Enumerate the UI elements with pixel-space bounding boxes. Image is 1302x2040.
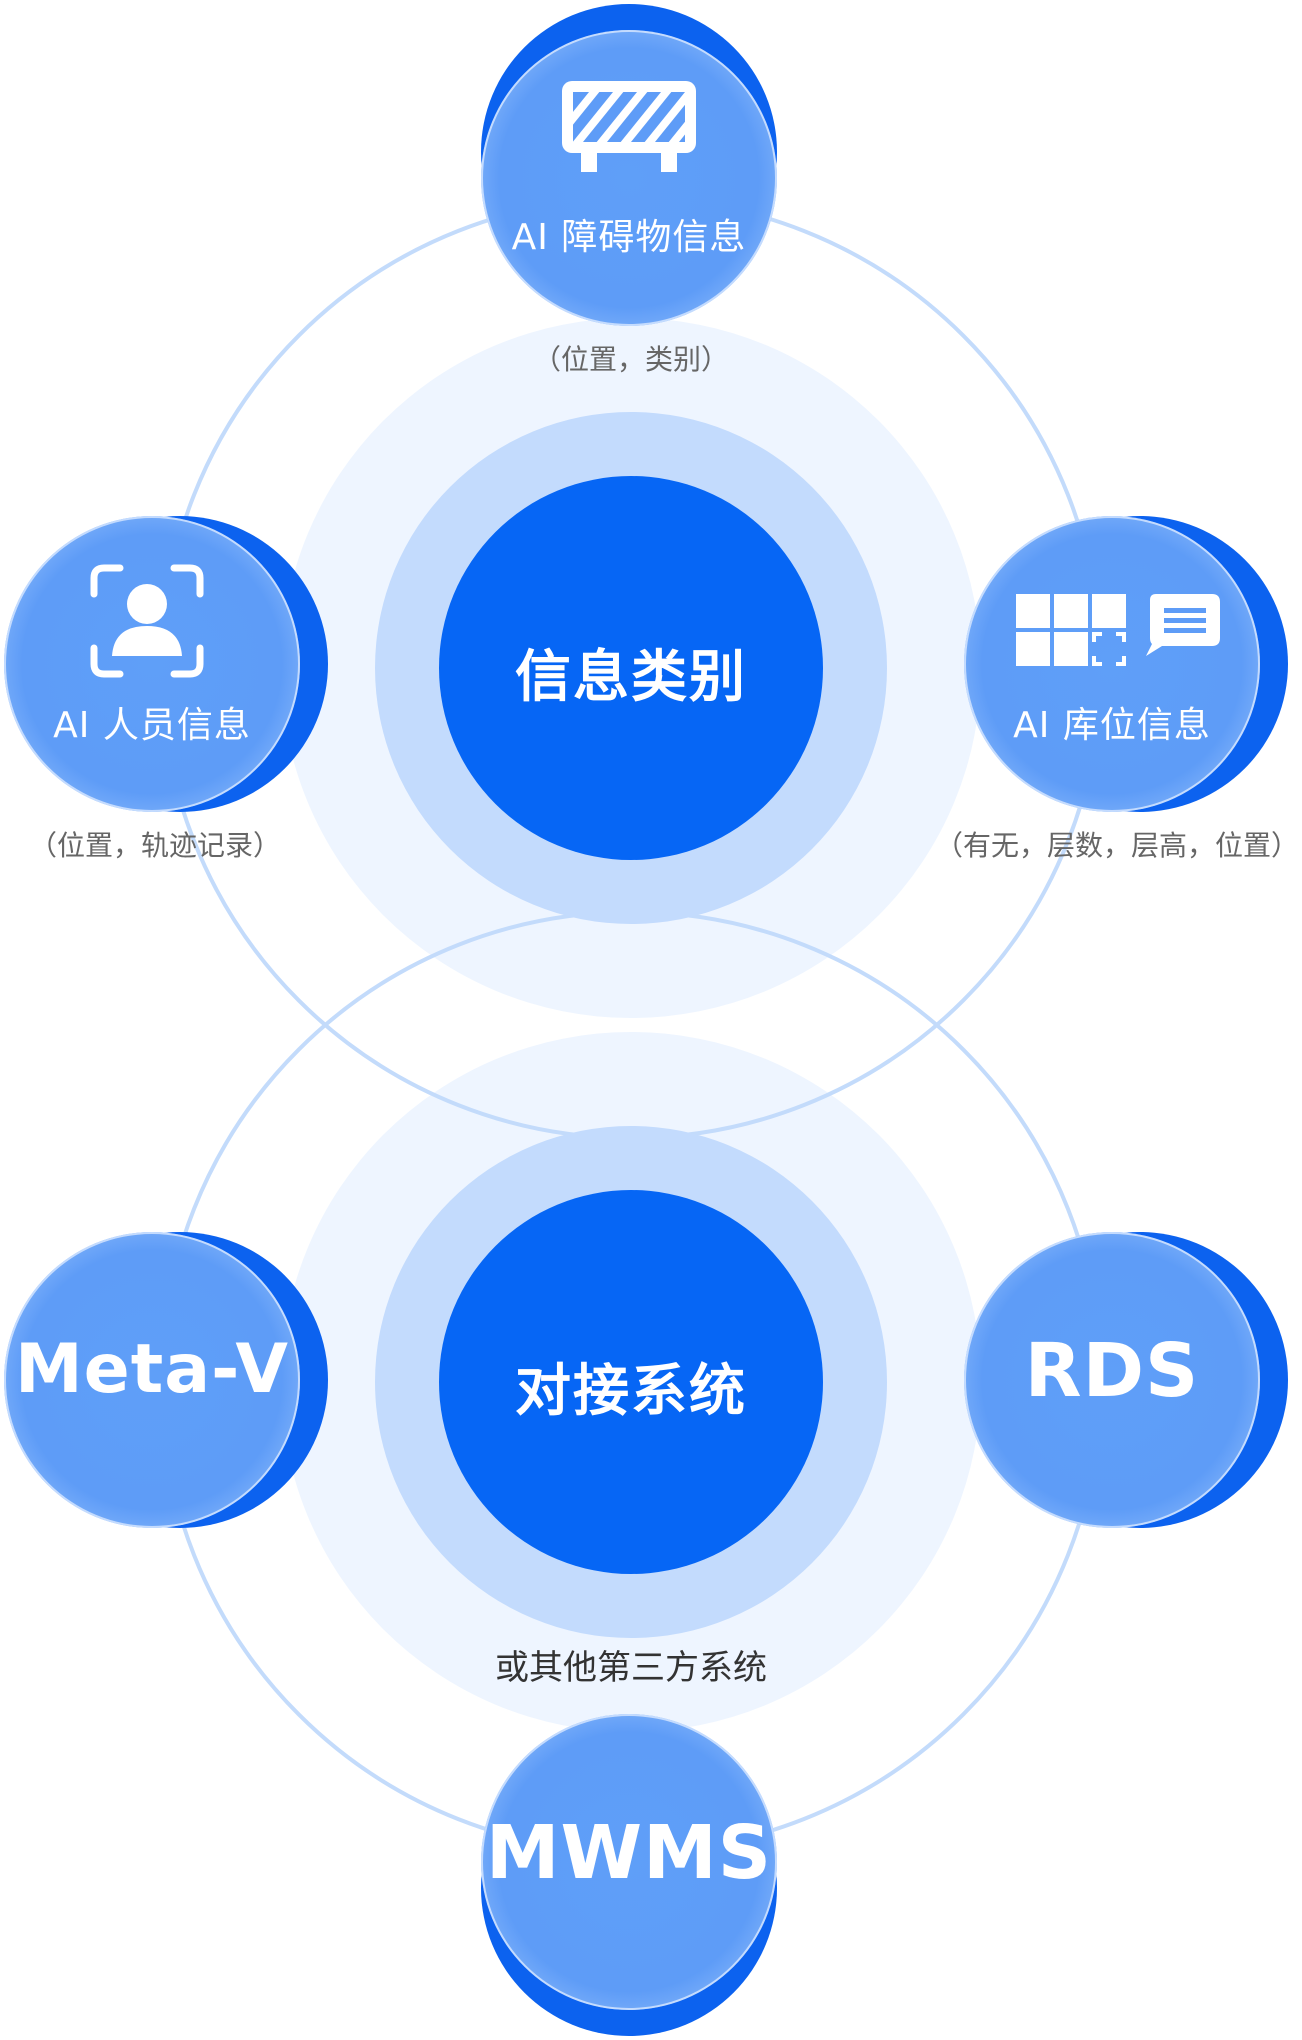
metav-label: Meta-V xyxy=(14,1330,290,1409)
person-node[interactable]: AI 人员信息 xyxy=(4,516,300,812)
storage-label: AI 库位信息 xyxy=(1013,705,1211,746)
person-label: AI 人员信息 xyxy=(53,705,251,746)
metav-node[interactable]: Meta-V xyxy=(4,1232,300,1528)
rds-node[interactable]: RDS xyxy=(964,1232,1260,1528)
rds-label: RDS xyxy=(1024,1328,1200,1414)
integration-core: 对接系统 xyxy=(439,1190,823,1574)
grid-message-icon xyxy=(1016,594,1220,666)
barrier-icon xyxy=(562,81,696,172)
integration-title: 对接系统 xyxy=(515,1359,747,1424)
third-party-caption: 或其他第三方系统 xyxy=(495,1648,767,1688)
obstacle-label: AI 障碍物信息 xyxy=(511,217,747,258)
info-category-title: 信息类别 xyxy=(515,645,747,710)
obstacle-detail: （位置，类别） xyxy=(532,343,729,376)
storage-node[interactable]: AI 库位信息 xyxy=(964,516,1260,812)
obstacle-node[interactable]: AI 障碍物信息 xyxy=(481,30,777,326)
mwms-label: MWMS xyxy=(485,1810,773,1896)
storage-detail: （有无，层数，层高，位置） xyxy=(934,829,1299,862)
person-detail: （位置，轨迹记录） xyxy=(28,829,281,862)
person-scan-icon xyxy=(90,564,204,678)
mwms-node[interactable]: MWMS xyxy=(481,1714,777,2010)
info-category-core: 信息类别 xyxy=(439,476,823,860)
